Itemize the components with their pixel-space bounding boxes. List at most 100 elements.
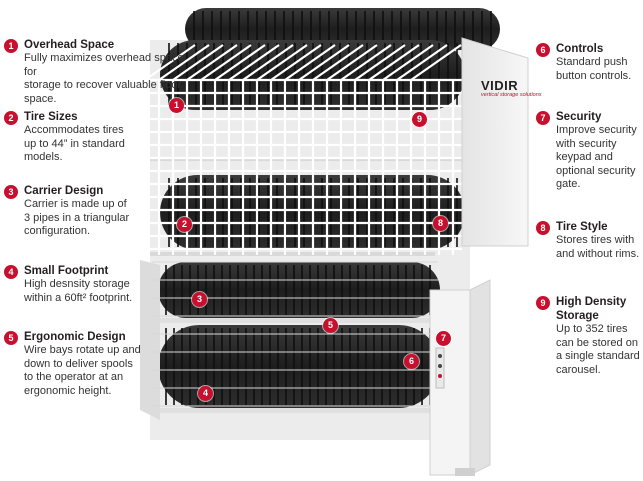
callout-marker-9: 9 xyxy=(412,112,427,127)
desc-line: Improve security xyxy=(556,124,637,136)
desc-line: ergonomic height. xyxy=(24,384,112,397)
desc-line: Carrier is made up of xyxy=(24,198,127,210)
callout-marker-2: 2 xyxy=(177,217,192,232)
callout-marker-7: 7 xyxy=(436,331,451,346)
vidir-logo: VIDIR vertical storage solutions xyxy=(481,78,542,98)
tire-row-body xyxy=(158,262,440,318)
desc-line: carousel. xyxy=(556,363,601,376)
desc-line: keypad and xyxy=(556,151,613,163)
cage-wire xyxy=(172,44,224,81)
cage-wire xyxy=(354,44,406,81)
cage-wire xyxy=(284,44,336,81)
callout-marker-6: 6 xyxy=(404,354,419,369)
feature-title: Tire Style xyxy=(556,221,608,233)
feature-number: 9 xyxy=(536,296,550,310)
feature-number: 5 xyxy=(4,331,18,345)
feature-desc: Fully maximizes overhead space for stora… xyxy=(24,52,194,106)
desc-line: and without rims. xyxy=(556,247,640,260)
desc-line: to the operator at an xyxy=(24,371,124,383)
feature-number: 6 xyxy=(536,43,550,57)
desc-line: can be stored on xyxy=(556,336,638,349)
desc-line: High desnsity storage xyxy=(24,278,130,290)
feature-desc: Improve security with security keypad an… xyxy=(556,124,637,192)
feature-title-line: High Density xyxy=(556,296,627,308)
cage-wire xyxy=(270,44,322,81)
desc-line: space. xyxy=(24,92,57,105)
feature-title: Carrier Design xyxy=(24,185,104,197)
cage-wire xyxy=(158,44,210,81)
feature-number: 1 xyxy=(4,39,18,53)
feature-desc: Carrier is made up of 3 pipes in a trian… xyxy=(24,198,129,239)
cage-wire xyxy=(214,44,266,81)
desc-line: optional security xyxy=(556,164,636,177)
feature-desc: Wire bays rotate up and down to deliver … xyxy=(24,344,141,398)
rail xyxy=(150,252,435,256)
desc-line: gate. xyxy=(556,178,581,190)
feature-number: 3 xyxy=(4,185,18,199)
tire-row-body xyxy=(185,8,500,50)
desc-line: Up to 352 tires xyxy=(556,323,628,335)
rail xyxy=(150,318,435,323)
cage-wire xyxy=(326,44,378,81)
feature-desc: High desnsity storage within a 60ft² foo… xyxy=(24,278,132,305)
feature-title: Small Footprint xyxy=(24,265,109,277)
rail xyxy=(150,408,435,413)
brand-tagline: vertical storage solutions xyxy=(481,92,542,98)
desc-line: configuration. xyxy=(24,225,91,237)
feature-number: 4 xyxy=(4,265,18,279)
desc-line: 3 pipes in a triangular xyxy=(24,211,130,224)
cabinet-side xyxy=(469,279,491,476)
callout-marker-1: 1 xyxy=(169,98,184,113)
base-foot xyxy=(455,468,475,476)
cage-wire xyxy=(312,44,364,81)
desc-line: down to deliver spools xyxy=(24,357,133,370)
feature-number: 2 xyxy=(4,111,18,125)
desc-line: Fully maximizes overhead space for xyxy=(24,52,184,78)
desc-line: Standard push xyxy=(556,56,628,68)
desc-line: button controls. xyxy=(556,69,632,82)
feature-title: Tire Sizes xyxy=(24,111,78,123)
cage-wire xyxy=(368,44,420,81)
cage-wire xyxy=(256,44,308,81)
desc-line: a single standard xyxy=(556,350,640,362)
callout-marker-3: 3 xyxy=(192,292,207,307)
feature-desc: Accommodates tires up to 44” in standard… xyxy=(24,124,125,165)
cage-wire xyxy=(242,44,294,81)
cage-wire xyxy=(144,44,196,81)
feature-title: Controls xyxy=(556,43,604,55)
tire-row-body xyxy=(158,325,440,408)
side-panel-left xyxy=(140,260,160,420)
control-button xyxy=(438,364,442,368)
cage-wire xyxy=(340,44,392,81)
feature-title: Overhead Space xyxy=(24,39,115,51)
feature-desc: Standard push button controls. xyxy=(556,56,631,83)
feature-title: Security xyxy=(556,111,602,123)
desc-line: storage to recover valuable floor xyxy=(24,79,182,91)
cage-wire xyxy=(228,44,280,81)
cage-wire xyxy=(200,44,252,81)
brand-name: VIDIR xyxy=(481,78,519,93)
control-cabinet-upper xyxy=(461,37,529,247)
cage-wire xyxy=(396,44,448,81)
feature-title-line: Storage xyxy=(556,309,599,322)
desc-line: Stores tires with xyxy=(556,234,635,246)
callout-marker-4: 4 xyxy=(198,386,213,401)
desc-line: within a 60ft² footprint. xyxy=(24,291,133,304)
cage-wire xyxy=(298,44,350,81)
cage-wire xyxy=(382,44,434,81)
control-button xyxy=(438,374,442,378)
tire-row-lower-2 xyxy=(158,325,440,408)
desc-line: up to 44” in standard xyxy=(24,137,125,150)
cage-wire xyxy=(186,44,238,81)
feature-number: 8 xyxy=(536,221,550,235)
feature-number: 7 xyxy=(536,111,550,125)
tire-row-lower-1 xyxy=(158,262,440,318)
callout-marker-5: 5 xyxy=(323,318,338,333)
feature-title: High Density Storage xyxy=(556,296,626,323)
feature-desc: Stores tires with and without rims. xyxy=(556,234,639,261)
desc-line: Accommodates tires xyxy=(24,124,124,136)
desc-line: Wire bays rotate up and xyxy=(24,344,141,356)
cage-wire xyxy=(410,44,462,81)
feature-desc: Up to 352 tires can be stored on a singl… xyxy=(556,323,640,377)
